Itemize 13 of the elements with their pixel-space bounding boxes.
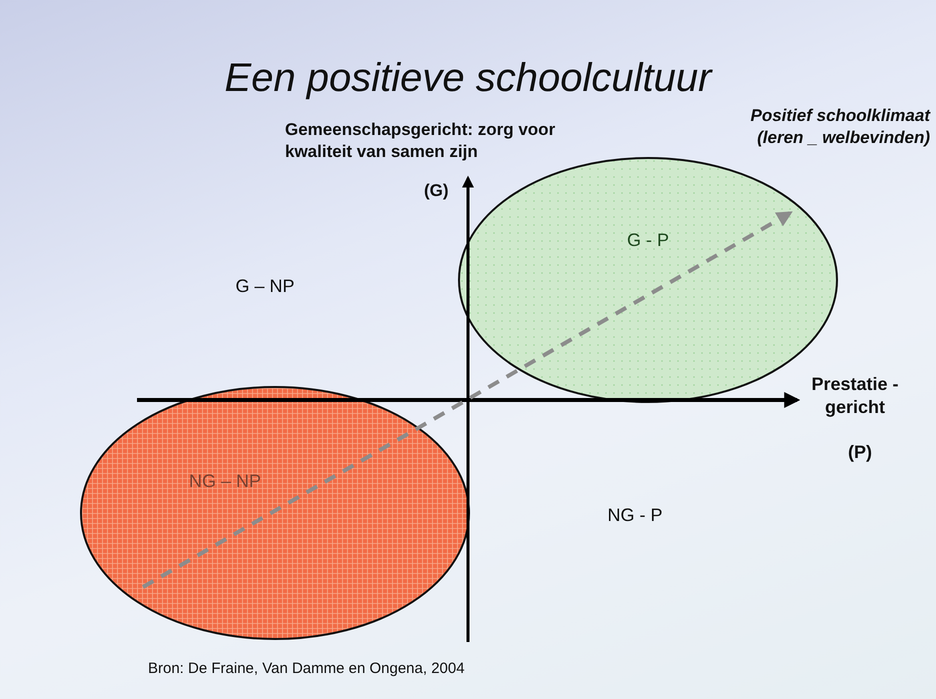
source-note: Bron: De Fraine, Van Damme en Ongena, 2004 — [148, 659, 466, 678]
region-label: G - P — [626, 230, 670, 251]
axis-label: Gemeenschapsgericht: zorg voor kwaliteit van samen zijn — [285, 119, 556, 164]
dashed-arrow — [142, 211, 793, 589]
axis-label: (G) — [424, 180, 450, 202]
title: Een positieve schoolcultuur — [224, 56, 714, 101]
axis-label: (P) — [847, 441, 873, 464]
region-label: G – NP — [234, 275, 296, 298]
region-label: NG – NP — [188, 471, 262, 492]
axis-label: Prestatie - gericht — [810, 373, 900, 420]
ellipse — [80, 386, 470, 640]
region-label: NG - P — [606, 504, 664, 527]
note: Positief schoolklimaat (leren _ welbevinden) — [750, 105, 930, 150]
